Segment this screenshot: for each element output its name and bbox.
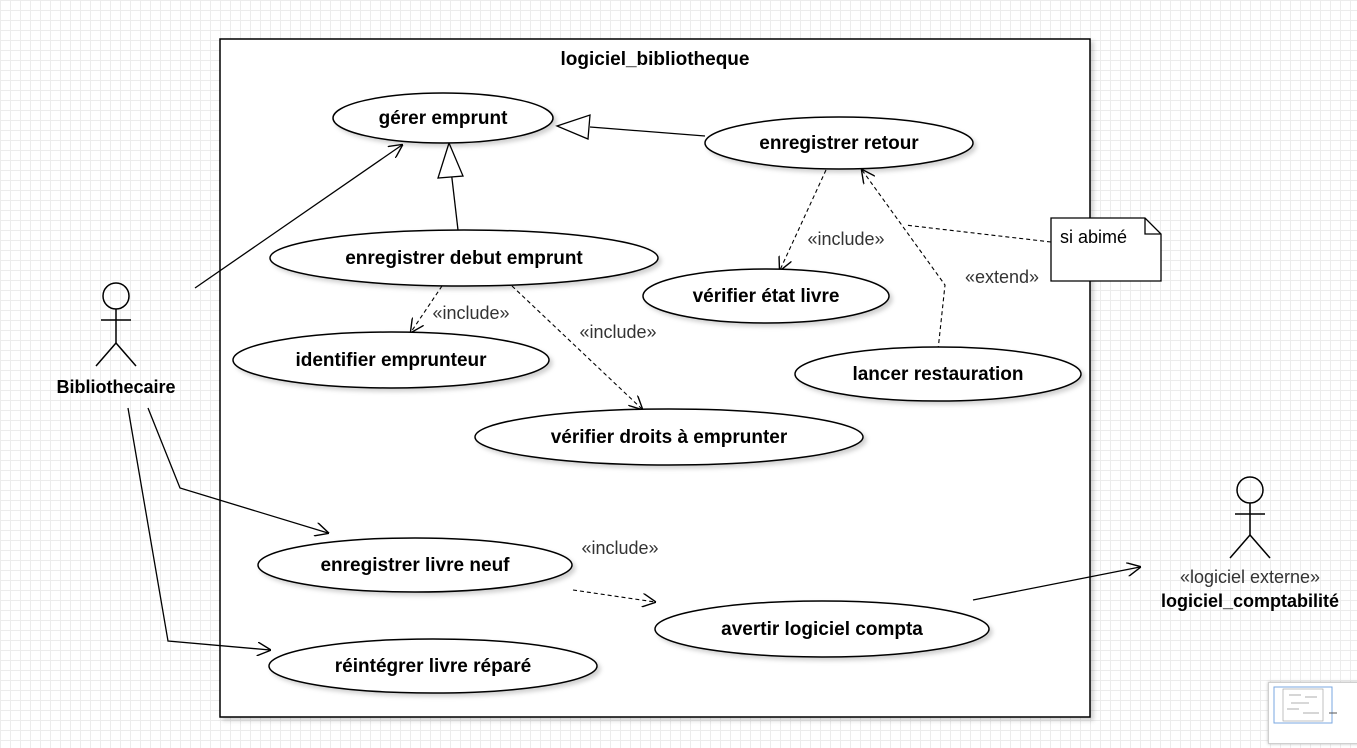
- note-anchor-line[interactable]: [904, 224, 1052, 243]
- use-case-verifier-droits[interactable]: vérifier droits à emprunter: [474, 408, 864, 466]
- include-droits-label: «include»: [579, 322, 656, 342]
- actor-comptabilite-stereotype: «logiciel externe»: [1180, 567, 1320, 587]
- generalization-head-retour: [555, 114, 591, 140]
- use-case-label: réintégrer livre réparé: [335, 656, 531, 677]
- use-case-label: enregistrer retour: [759, 133, 919, 154]
- include-etat-line[interactable]: [780, 169, 827, 270]
- include-identifier-label: «include»: [432, 303, 509, 323]
- use-case-label: vérifier état livre: [693, 286, 840, 307]
- assoc-bibliothecaire-livre-repare[interactable]: [127, 407, 270, 650]
- include-etat-label: «include»: [807, 229, 884, 249]
- use-case-label: vérifier droits à emprunter: [551, 427, 788, 448]
- use-case-enregistrer-livre-neuf[interactable]: enregistrer livre neuf: [257, 537, 573, 593]
- include-identifier-line[interactable]: [411, 285, 443, 332]
- extend-restauration-line[interactable]: [862, 170, 946, 351]
- actor-bibliothecaire-name: Bibliothecaire: [56, 377, 175, 397]
- assoc-compta[interactable]: [972, 567, 1140, 601]
- actor-comptabilite[interactable]: [1229, 476, 1271, 559]
- assoc-bibliothecaire-livre-neuf[interactable]: [147, 407, 328, 533]
- system-title: logiciel_bibliotheque: [561, 49, 750, 70]
- generalization-head-debut: [437, 141, 464, 179]
- note-si-abime[interactable]: si abimé: [1050, 217, 1162, 282]
- use-case-label: enregistrer debut emprunt: [345, 248, 583, 269]
- use-case-lancer-restauration[interactable]: lancer restauration: [794, 346, 1082, 402]
- relations-layer: [127, 114, 1140, 650]
- use-case-label: enregistrer livre neuf: [320, 555, 510, 576]
- use-case-label: identifier emprunteur: [295, 350, 487, 371]
- generalization-debut-emprunt[interactable]: [450, 169, 459, 231]
- use-case-verifier-etat-livre[interactable]: vérifier état livre: [642, 268, 890, 324]
- generalization-retour[interactable]: [589, 126, 706, 137]
- minimap-preview: [1273, 686, 1337, 724]
- outline-minimap[interactable]: [1268, 682, 1357, 744]
- use-case-identifier-emprunteur[interactable]: identifier emprunteur: [232, 331, 550, 389]
- use-case-enregistrer-retour[interactable]: enregistrer retour: [704, 116, 974, 170]
- note-text: si abimé: [1060, 227, 1127, 247]
- use-case-label: lancer restauration: [852, 364, 1023, 385]
- extend-restauration-label: «extend»: [965, 267, 1039, 287]
- use-case-gerer-emprunt[interactable]: gérer emprunt: [332, 92, 554, 144]
- actor-comptabilite-name: logiciel_comptabilité: [1161, 591, 1339, 611]
- use-case-avertir-logiciel-compta[interactable]: avertir logiciel compta: [654, 600, 990, 658]
- use-case-enregistrer-debut-emprunt[interactable]: enregistrer debut emprunt: [269, 229, 659, 287]
- actor-bibliothecaire[interactable]: [95, 282, 137, 367]
- use-case-label: gérer emprunt: [379, 108, 508, 129]
- use-case-label: avertir logiciel compta: [721, 619, 923, 640]
- use-case-reintegrer-livre-repare[interactable]: réintégrer livre réparé: [268, 638, 598, 694]
- include-compta-label: «include»: [581, 538, 658, 558]
- actor-head: [102, 282, 130, 310]
- include-droits-line[interactable]: [511, 285, 642, 409]
- actor-head: [1236, 476, 1264, 504]
- assoc-bibliothecaire-gerer-emprunt[interactable]: [194, 145, 402, 289]
